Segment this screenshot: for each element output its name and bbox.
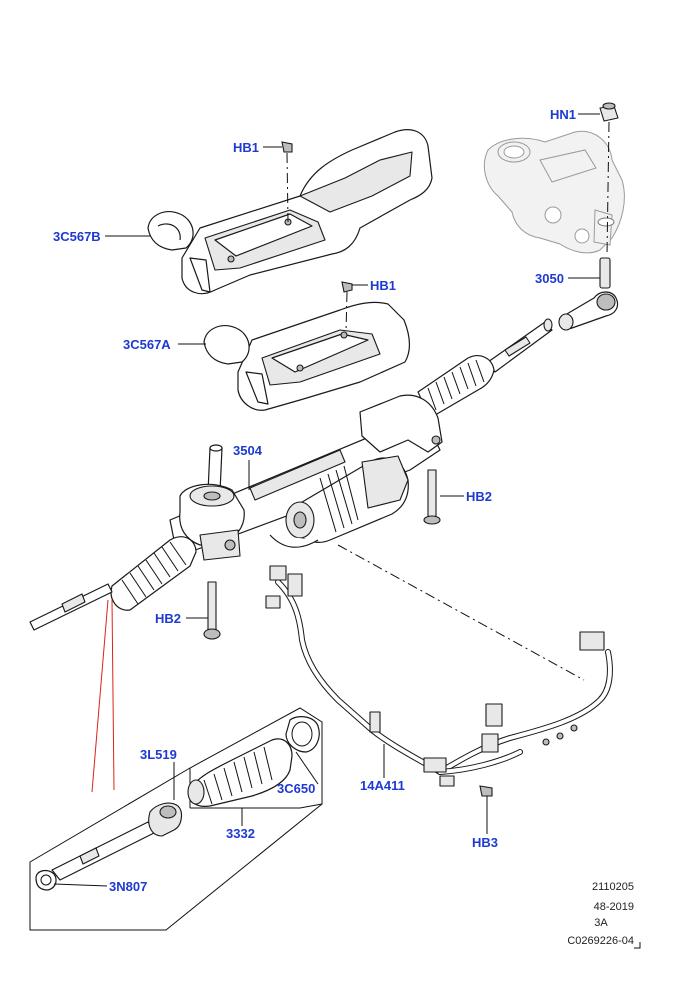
callout-3n807: 3N807: [109, 879, 147, 894]
callout-14a411: 14A411: [360, 778, 405, 793]
hb1-screw-mid: [341, 281, 353, 333]
wiring-harness: [265, 565, 613, 787]
callout-hb2-right: HB2: [466, 489, 492, 504]
callout-3c650: 3C650: [277, 781, 315, 796]
hb2-bolt-left: [203, 581, 221, 640]
heat-shield-upper: [147, 129, 433, 295]
callout-hb3: HB3: [472, 835, 498, 850]
hb1-screw-top: [281, 141, 293, 223]
callout-3c567b: 3C567B: [53, 229, 101, 244]
corner-mark: [634, 942, 641, 949]
callout-3l519: 3L519: [140, 747, 177, 762]
callout-3050: 3050: [535, 271, 564, 286]
callout-hb1-top: HB1: [233, 140, 259, 155]
callout-hn1: HN1: [550, 107, 576, 122]
red-leader-2: [111, 599, 115, 791]
hn1-nut: [599, 102, 619, 122]
hn1-centerline: [606, 121, 610, 256]
red-leader-1: [91, 599, 109, 793]
steering-gear: [29, 318, 553, 631]
hb3-screw: [479, 785, 493, 800]
ref-line-1: 2110205: [592, 881, 634, 893]
ref-line-4: C0269226-04: [567, 935, 634, 947]
tie-rod-end: [558, 257, 619, 331]
ref-line-2: 48-2019: [594, 901, 634, 913]
callout-3332: 3332: [226, 826, 255, 841]
callout-hb1-mid: HB1: [370, 278, 396, 293]
motor-harness-dashline: [337, 544, 585, 681]
heat-shield-lower: [203, 301, 410, 411]
leader-lines: [53, 113, 600, 887]
callout-labels: HB1 HN1 3C567B HB1 3050 3C567A 3504 HB2 …: [53, 107, 576, 894]
reference-block: 2110205 48-2019 3A C0269226-04: [567, 881, 641, 949]
ref-line-3: 3A: [594, 917, 608, 929]
service-kit-inset: [29, 707, 323, 931]
hb2-bolt-right: [423, 469, 441, 525]
steering-knuckle-ghost: [483, 130, 625, 254]
callout-3504: 3504: [233, 443, 263, 458]
callout-3c567a: 3C567A: [123, 337, 171, 352]
callout-hb2-left: HB2: [155, 611, 181, 626]
